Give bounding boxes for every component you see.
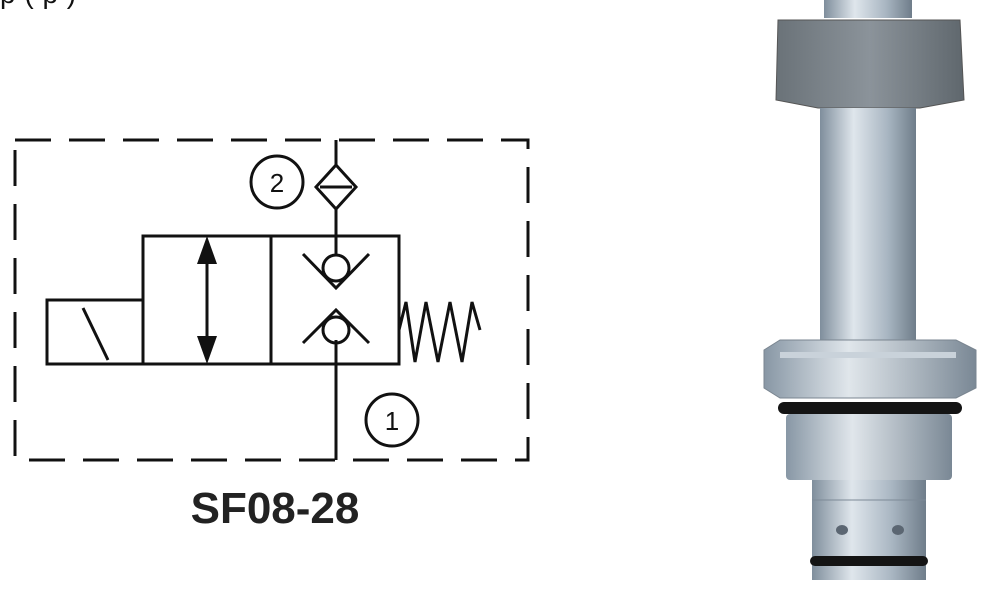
hydraulic-schematic: 2 1 [13, 138, 530, 462]
filter-symbol [313, 162, 359, 212]
port-2-circle [249, 154, 305, 210]
port-hole-right [892, 525, 904, 535]
cartridge-body [786, 414, 952, 480]
check-ball-lower [321, 315, 351, 345]
o-ring-lower [810, 556, 928, 566]
port-2-number: 2 [270, 168, 284, 198]
top-stub [824, 0, 912, 18]
o-ring-upper [778, 402, 962, 414]
dashed-enclosure [13, 138, 530, 462]
port-1-number: 1 [385, 406, 399, 436]
cropped-header-text: p ( p ) [0, 0, 77, 10]
model-number-label: SF08-28 [190, 484, 360, 533]
solenoid-diagonal [81, 307, 110, 361]
hex-nut [775, 19, 965, 109]
port-hole-left [836, 525, 848, 535]
hex-body [763, 339, 977, 399]
cartridge-valve-illustration [763, 0, 977, 580]
valve-tube [820, 108, 916, 344]
spring [397, 301, 482, 363]
port-1-circle [364, 392, 420, 448]
